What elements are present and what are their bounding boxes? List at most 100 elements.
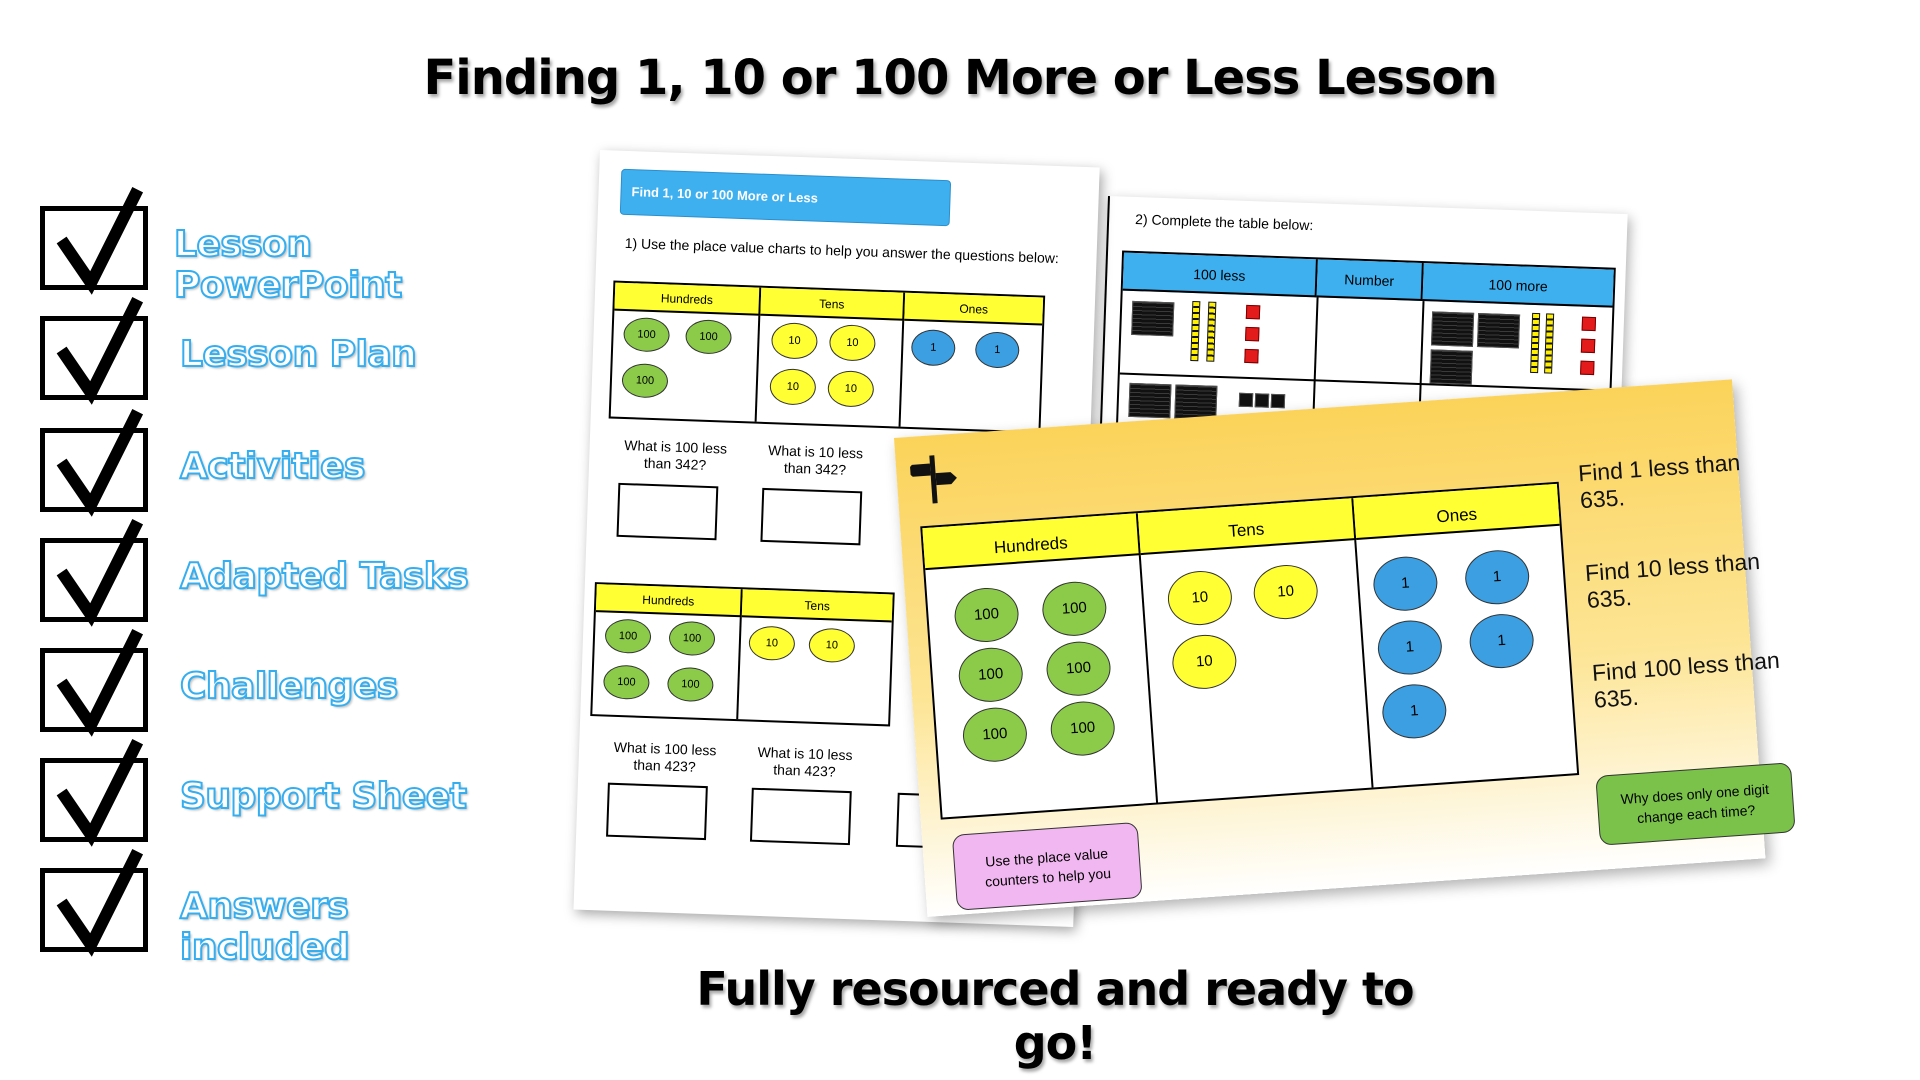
lesson-slide-preview: Hundreds Tens Ones 100 100 100 100 100 1…: [894, 379, 1796, 917]
hundred-flat-icon: [1174, 384, 1218, 420]
one-cube-icon: [1244, 348, 1259, 364]
question-prompt: What is 10 less than 423?: [757, 743, 853, 780]
slide-place-value-chart: Hundreds Tens Ones 100 100 100 100 100 1…: [920, 481, 1580, 820]
checkmark-icon: [56, 296, 144, 405]
counter-10: 10: [769, 368, 817, 406]
checklist-label: Activities: [179, 445, 366, 488]
hundred-flat-icon: [1429, 349, 1473, 385]
tens-column: 10 10 10 10: [756, 315, 905, 427]
counter-100: 100: [956, 645, 1025, 704]
counter-100: 100: [684, 319, 733, 355]
question-prompt: What is 10 less than 342?: [767, 442, 864, 478]
counter-1: 1: [1371, 554, 1440, 613]
place-value-chart: Hundreds Tens Ones 100 100 100 10 10 10 …: [608, 280, 1046, 434]
counter-100: 100: [666, 666, 714, 703]
checklist-label: Challenges: [179, 665, 399, 708]
one-cube-icon: [1245, 326, 1260, 342]
checklist-label: Lesson PowerPoint: [173, 223, 403, 307]
checklist-item: Support Sheet: [40, 738, 520, 847]
tagline: Fully resourced and ready to go!: [696, 962, 1414, 1070]
hundreds-column: 100 100 100 100 100 100: [925, 555, 1159, 818]
counter-1: 1: [1380, 682, 1449, 741]
checkmark-icon: [56, 408, 144, 517]
tens-column: 10 10: [738, 617, 891, 724]
ten-rod-icon: [1206, 301, 1217, 362]
checklist-label: Answers included: [179, 885, 351, 969]
counter-100: 100: [1044, 639, 1113, 698]
one-cube-icon: [1581, 316, 1597, 332]
checkmark-icon: [56, 518, 144, 627]
counter-100: 100: [668, 620, 716, 657]
question-speech-bubble: Why does only one digit change each time…: [1595, 762, 1796, 846]
signpost-icon: [909, 455, 957, 504]
answer-box[interactable]: [616, 482, 719, 541]
hundred-flat-icon: [1476, 312, 1521, 349]
counter-100: 100: [1040, 579, 1109, 639]
page-edge-line: [1099, 196, 1110, 446]
checkbox-checked: [40, 296, 148, 405]
ten-rod-icon: [1190, 301, 1201, 362]
ones-column: 1 1 1 1 1: [1356, 526, 1577, 788]
answer-box[interactable]: [760, 487, 863, 546]
checklist-label: Support Sheet: [179, 775, 468, 818]
counter-10: 10: [1251, 562, 1320, 622]
counter-10: 10: [1170, 632, 1239, 692]
tens-column: 10 10 10: [1140, 540, 1374, 803]
counter-10: 10: [748, 625, 796, 662]
hundreds-column: 100 100 100: [610, 310, 761, 422]
counter-1: 1: [910, 328, 956, 367]
counter-100: 100: [604, 618, 652, 655]
one-cube-icon: [1580, 338, 1596, 354]
ten-rod-icon: [1544, 313, 1555, 374]
counter-1: 1: [1463, 548, 1531, 607]
checklist-item: Answers included: [40, 848, 520, 969]
one-cube-icon: [1245, 304, 1261, 320]
one-cube-icon: [1238, 392, 1254, 408]
checklist-label: Lesson Plan: [179, 333, 418, 376]
hundred-flat-icon: [1128, 382, 1172, 419]
table-header: 100 less: [1122, 252, 1318, 298]
one-cube-icon: [1270, 393, 1286, 409]
worksheet-header: Find 1, 10 or 100 More or Less: [619, 168, 952, 227]
counter-100: 100: [952, 585, 1021, 645]
table-header: Number: [1316, 259, 1424, 302]
counter-10: 10: [827, 370, 875, 408]
worksheet-question: 1) Use the place value charts to help yo…: [624, 234, 1060, 267]
checkmark-icon: [56, 738, 144, 847]
counter-10: 10: [770, 322, 819, 360]
answer-box[interactable]: [606, 782, 708, 841]
checkbox-checked: [40, 738, 148, 847]
counter-100: 100: [623, 316, 671, 353]
table-header: 100 more: [1422, 263, 1614, 308]
checklist-item: Activities: [40, 408, 520, 517]
counter-100: 100: [1048, 699, 1117, 758]
checkmark-icon: [56, 848, 144, 957]
page-title: Finding 1, 10 or 100 More or Less Lesson: [423, 50, 1497, 106]
checkbox-checked: [40, 628, 148, 737]
hint-speech-bubble: Use the place value counters to help you: [951, 821, 1143, 911]
counter-100: 100: [961, 705, 1029, 764]
one-cube-icon: [1580, 360, 1595, 376]
hundreds-column: 100 100 100 100: [592, 612, 742, 720]
answer-box[interactable]: [749, 787, 852, 846]
slide-question: Find 1 less than 635.: [1577, 449, 1742, 514]
checklist-item: Lesson Plan: [40, 296, 520, 405]
ones-column: 1 1: [901, 321, 1043, 432]
worksheet-question: 2) Complete the table below:: [1134, 210, 1314, 234]
counter-1: 1: [974, 331, 1020, 369]
counter-100: 100: [621, 362, 669, 399]
counter-1: 1: [1376, 618, 1444, 677]
place-value-chart: Hundreds Tens 100 100 100 100 10 10: [590, 582, 895, 727]
slide-question: Find 10 less than 635.: [1584, 547, 1761, 614]
counter-10: 10: [828, 324, 877, 362]
ten-rod-icon: [1530, 312, 1541, 374]
counter-10: 10: [808, 627, 856, 664]
counter-10: 10: [1166, 568, 1234, 628]
slide-question: Find 100 less than 635.: [1591, 646, 1781, 713]
hundred-flat-icon: [1430, 311, 1475, 347]
checklist-item: Challenges: [40, 628, 520, 737]
counter-1: 1: [1467, 611, 1536, 671]
checkmark-icon: [56, 628, 144, 737]
question-prompt: What is 100 less than 342?: [624, 437, 728, 473]
counter-100: 100: [602, 664, 651, 701]
